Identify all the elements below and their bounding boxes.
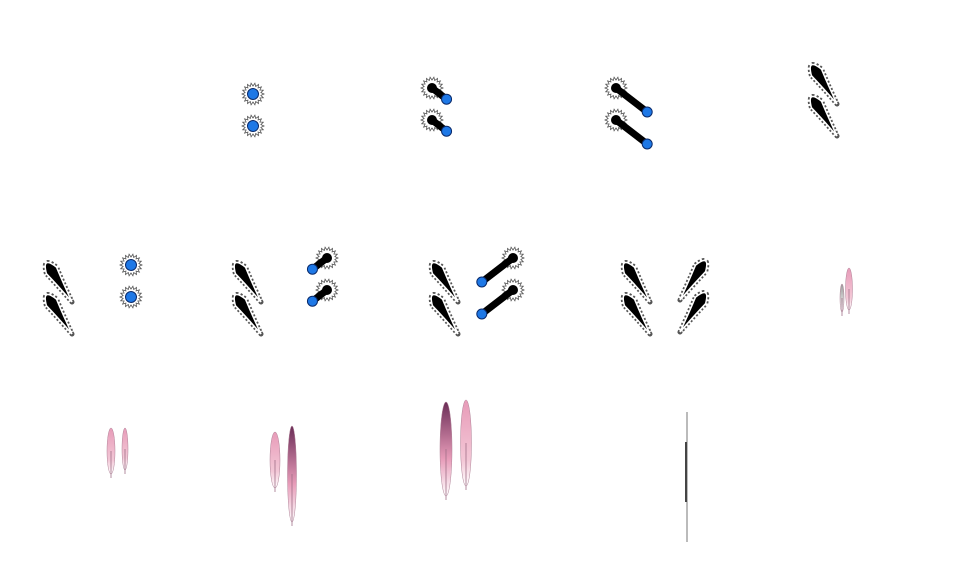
frame-canvas-11 — [269, 425, 297, 526]
sprite-frame-10 — [0, 384, 192, 576]
sprite-frame-1 — [192, 0, 384, 192]
frame-canvas-3 — [604, 76, 653, 150]
sprite-frame-14 — [768, 384, 960, 576]
claw-upper-spark — [641, 106, 653, 118]
claw-right-upper-head — [322, 253, 332, 263]
sprite-frame-3 — [576, 0, 768, 192]
frame-canvas-5 — [42, 253, 143, 337]
frame-canvas-0 — [0, 0, 192, 192]
frame-canvas-6 — [231, 246, 339, 337]
claw-slash-lower — [809, 95, 838, 137]
sprite-frame-0 — [0, 0, 192, 192]
claw-right-lower-head — [508, 285, 518, 295]
frame-canvas-10 — [106, 427, 129, 478]
claw-right-upper-spark — [306, 263, 318, 275]
sprite-frame-4 — [768, 0, 960, 192]
sprite-frame-2 — [384, 0, 576, 192]
claw-slash-left-upper — [233, 261, 262, 303]
claw-slash-right-upper — [679, 259, 708, 301]
spark-dot-right-lower — [125, 291, 137, 303]
sprite-frame-7 — [384, 192, 576, 384]
claw-right-upper-spark — [476, 276, 488, 288]
claw-slash-left-lower — [44, 293, 73, 335]
claw-upper-head — [427, 83, 437, 93]
spark-dot-upper — [247, 88, 259, 100]
frame-canvas-1 — [241, 82, 265, 138]
claw-slash-left-lower — [622, 293, 651, 335]
frame-canvas-13 — [685, 412, 688, 542]
frame-canvas-14 — [768, 384, 960, 576]
spark-dot-lower — [247, 120, 259, 132]
sprite-frame-6 — [192, 192, 384, 384]
claw-lower-spark — [441, 125, 453, 137]
frame-canvas-2 — [420, 76, 453, 137]
frame-canvas-4 — [807, 62, 840, 139]
frame-canvas-9 — [839, 267, 853, 316]
frame-canvas-7 — [428, 246, 525, 337]
sprite-frame-9 — [768, 192, 960, 384]
frame-canvas-12 — [439, 399, 472, 500]
claw-slash-left-upper — [622, 261, 651, 303]
claw-lower-trail — [612, 116, 651, 148]
claw-right-lower-spark — [476, 308, 488, 320]
sprite-frame-5 — [0, 192, 192, 384]
claw-upper-trail — [612, 84, 651, 116]
claw-lower-spark — [641, 138, 653, 150]
claw-slash-left-lower — [430, 293, 459, 335]
claw-right-lower-spark — [306, 295, 318, 307]
claw-right-lower-head — [322, 285, 332, 295]
claw-right-upper-trail — [478, 254, 517, 286]
claw-upper-head — [611, 83, 621, 93]
claw-lower-head — [427, 115, 437, 125]
claw-slash-upper — [809, 63, 838, 105]
claw-slash-left-upper — [430, 261, 459, 303]
claw-slash-left-lower — [233, 293, 262, 335]
claw-upper-spark — [441, 93, 453, 105]
claw-slash-right-lower — [679, 291, 708, 333]
claw-slash-left-upper — [44, 261, 73, 303]
sprite-frame-11 — [192, 384, 384, 576]
frame-canvas-8 — [620, 258, 710, 337]
sprite-frame-8 — [576, 192, 768, 384]
sprite-frame-12 — [384, 384, 576, 576]
claw-lower-head — [611, 115, 621, 125]
sprite-frame-13 — [576, 384, 768, 576]
claw-right-lower-trail — [478, 286, 517, 318]
claw-right-upper-head — [508, 253, 518, 263]
spark-dot-right-upper — [125, 259, 137, 271]
